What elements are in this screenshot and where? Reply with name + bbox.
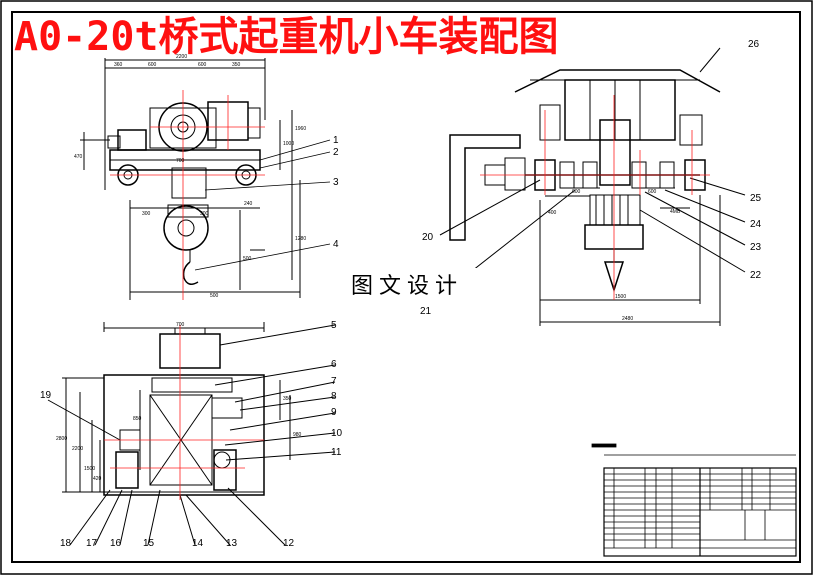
dim-plan-v-6: 980 — [293, 432, 302, 438]
front-leaders — [194, 139, 331, 271]
dim-side-2: 600 — [648, 189, 657, 195]
part-label-16: 16 — [110, 538, 122, 549]
dim-front-v-5: 500 — [243, 256, 252, 262]
dim-front-mid-4: 240 — [244, 201, 253, 207]
part-label-26: 26 — [748, 39, 760, 50]
dimension-values: 360 600 600 350 2200 700 300 300 240 500… — [56, 54, 681, 482]
dim-front-v-2: 1000 — [283, 141, 294, 147]
part-label-14: 14 — [192, 538, 204, 549]
dim-side-5: 1500 — [615, 294, 626, 300]
dim-front-top-1: 360 — [114, 62, 123, 68]
part-label-9: 9 — [331, 407, 337, 418]
part-label-20: 20 — [422, 232, 434, 243]
side-centerlines — [480, 95, 710, 300]
dim-front-v-1: 470 — [74, 154, 83, 160]
part-label-8: 8 — [331, 391, 337, 402]
part-label-4: 4 — [333, 239, 339, 250]
dim-front-mid-3: 300 — [200, 211, 209, 217]
part-label-17: 17 — [86, 538, 98, 549]
dim-plan-v-1: 2800 — [56, 436, 67, 442]
part-label-3: 3 — [333, 177, 339, 188]
plan-centerlines — [104, 325, 264, 500]
sheet-inner-border — [11, 11, 801, 563]
dim-plan-v-2: 2200 — [72, 446, 83, 452]
part-label-12: 12 — [283, 538, 295, 549]
part-label-15: 15 — [143, 538, 155, 549]
part-label-24: 24 — [750, 219, 762, 230]
dim-plan-top: 700 — [176, 322, 185, 328]
part-label-13: 13 — [226, 538, 238, 549]
part-label-2: 2 — [333, 147, 339, 158]
dim-side-6: 2480 — [622, 316, 633, 322]
dim-plan-v-4: 350 — [283, 396, 292, 402]
part-label-1: 1 — [333, 135, 339, 146]
watermark-text: 图文设计 — [332, 268, 482, 306]
front-centerlines — [110, 90, 265, 300]
part-label-11: 11 — [331, 447, 342, 458]
dim-front-v-3: 1960 — [295, 126, 306, 132]
part-label-6: 6 — [331, 359, 337, 370]
dim-plan-v-3: 1500 — [84, 466, 95, 472]
part-label-22: 22 — [750, 270, 762, 281]
dim-front-mid-5: 500 — [210, 293, 219, 299]
dim-front-top-4: 350 — [232, 62, 241, 68]
dim-side-4: 400 — [548, 210, 557, 216]
dim-side-3: 4MB — [670, 209, 681, 215]
dim-plan-v-7: 420 — [93, 476, 102, 482]
drawing-title: A0-20t桥式起重机小车装配图 — [14, 14, 559, 60]
part-labels: 1 2 3 4 5 6 7 8 9 10 11 12 13 14 15 16 1… — [40, 39, 762, 549]
part-label-23: 23 — [750, 242, 762, 253]
part-label-7: 7 — [331, 376, 337, 387]
dim-side-1: 600 — [572, 189, 581, 195]
dim-plan-v-5: 850 — [133, 416, 142, 422]
dim-front-top-2: 600 — [148, 62, 157, 68]
part-label-21: 21 — [420, 306, 432, 317]
part-label-25: 25 — [750, 193, 762, 204]
dim-front-total: 2200 — [176, 54, 187, 60]
dim-front-v-4: 1280 — [295, 236, 306, 242]
part-label-5: 5 — [331, 320, 337, 331]
plan-view — [47, 322, 336, 546]
part-label-10: 10 — [331, 428, 343, 439]
part-label-19: 19 — [40, 390, 52, 401]
part-label-18: 18 — [60, 538, 72, 549]
title-block — [591, 443, 797, 557]
dim-front-mid-2: 300 — [142, 211, 151, 217]
dim-front-top-3: 600 — [198, 62, 207, 68]
dim-front-mid-1: 700 — [176, 158, 185, 164]
